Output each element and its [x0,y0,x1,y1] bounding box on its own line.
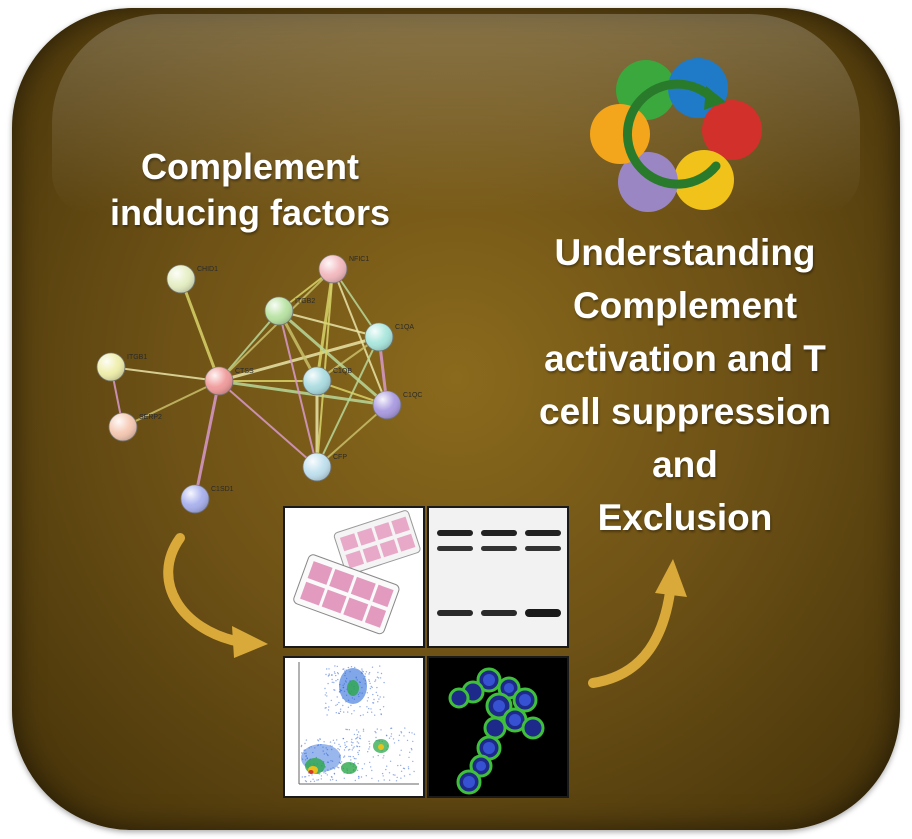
heading-line: activation and T [544,338,826,379]
fluorescence-microscopy-image [427,656,569,798]
network-edge [218,380,318,468]
complement-cycle-logo-icon [590,58,762,212]
network-node-label: C1QC [403,392,422,399]
network-edge [315,268,335,382]
network-edge [332,268,388,406]
understanding-complement-heading: Understanding Complement activation and … [510,226,860,544]
network-edge [316,268,334,468]
network-node-label: CTSS [235,368,254,375]
curved-arrow-down-icon [163,533,268,658]
network-node: C1SD1 [180,484,234,514]
network-node-label: C1QB [333,368,352,375]
logo-cycle-arrowhead [704,86,726,110]
network-node: C1QB [302,366,352,396]
network-edge [179,278,221,382]
network-edge [110,366,220,382]
network-node-label: ITGB1 [127,354,147,361]
network-node-label: CFP [333,454,347,461]
network-node: ITGB1 [96,352,147,382]
network-edges [110,268,389,500]
logo-cycle-arc [622,79,721,189]
network-node: NFIC1 [318,254,369,284]
heading-line: Exclusion [597,497,773,538]
complement-inducing-factors-heading: Complement inducing factors [70,144,430,236]
culture-plates-image [283,506,425,648]
heading-line: inducing factors [109,192,391,233]
network-edge [278,310,318,468]
network-edge [122,380,220,428]
network-node: CFP [302,452,347,482]
network-node-label: CHID1 [197,266,218,273]
heading-line: Complement [572,285,798,326]
network-edge [218,335,380,383]
network-node: CHID1 [166,264,218,294]
heading-line: Complement [140,146,360,187]
network-node: SERP2 [108,412,162,442]
network-node-label: NFIC1 [349,256,369,263]
network-edge [193,380,221,500]
curved-arrow-up-icon [588,559,687,688]
flow-cytometry-plot-image [283,656,425,798]
heading-line: cell suppression [539,391,831,432]
network-edge [316,404,388,468]
logo-purple-circle [618,152,678,212]
network-node-label: SERP2 [139,414,162,421]
logo-red-circle [702,100,762,160]
heading-line: Understanding [554,232,816,273]
heading-line: and [652,444,718,485]
western-blot-image [427,506,569,648]
network-edge [278,309,388,407]
network-node-label: ITGB2 [295,298,315,305]
network-node: C1QA [364,322,414,352]
network-node: C1QC [372,390,422,420]
network-node-label: C1SD1 [211,486,234,493]
network-node: ITGB2 [264,296,315,326]
logo-orange-circle [590,104,650,164]
network-edge [218,379,388,407]
network-node-label: C1QA [395,324,414,331]
network-node: CTSS [204,366,254,396]
network-edge [316,336,380,468]
network-edge [218,310,280,382]
